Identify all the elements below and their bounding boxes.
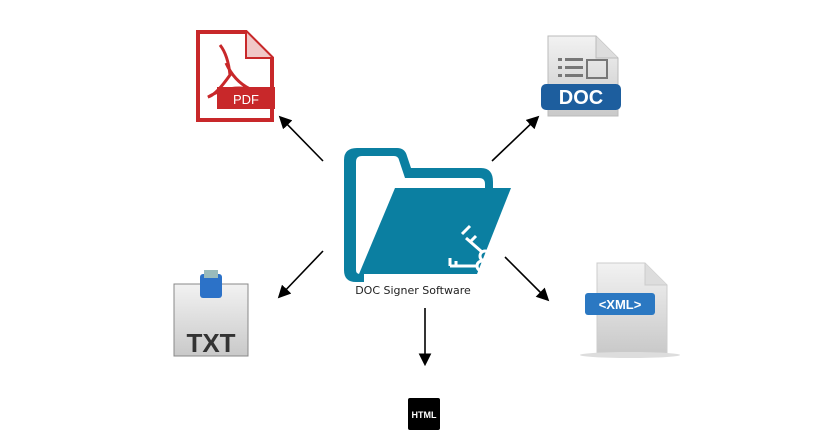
arrow-to-xml	[504, 256, 550, 302]
pdf-label: PDF	[233, 92, 259, 107]
doc-file-icon	[541, 35, 621, 117]
xml-label: <XML>	[599, 297, 642, 312]
txt-label: TXT	[186, 328, 235, 358]
arrow-to-pdf	[278, 115, 324, 162]
doc-label: DOC	[559, 87, 603, 109]
html-label: HTML	[412, 410, 437, 420]
folder-key-icon	[344, 148, 511, 282]
arrow-to-txt	[277, 250, 324, 299]
pdf-file-icon	[196, 30, 275, 122]
center-label: DOC Signer Software	[355, 284, 471, 297]
txt-file-icon	[173, 270, 249, 357]
xml-file-icon	[580, 262, 680, 358]
html-file-icon	[408, 398, 440, 430]
arrow-to-doc	[491, 115, 540, 162]
